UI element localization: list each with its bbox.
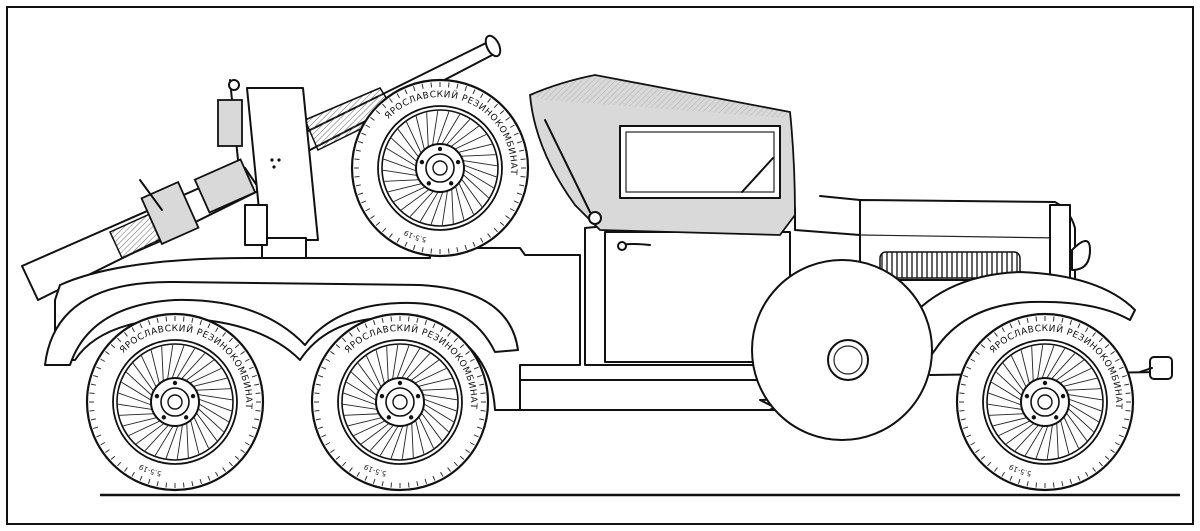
headlight	[1071, 240, 1091, 271]
truck-body	[44, 74, 1173, 441]
frame-border	[6, 6, 1194, 525]
rear-fender	[44, 280, 519, 366]
hood-louvers	[879, 251, 1021, 279]
gun-assembly	[21, 34, 502, 301]
gun-shield	[246, 87, 319, 241]
front-bumper[interactable]	[1149, 356, 1173, 380]
running-board	[519, 379, 791, 411]
cab-window	[619, 125, 781, 199]
wheels-group: ЯРОСЛАВСКИЙ РЕЗИНОКОМБИНАТ5.5-19ЯРОСЛАВС…	[85, 78, 1135, 492]
